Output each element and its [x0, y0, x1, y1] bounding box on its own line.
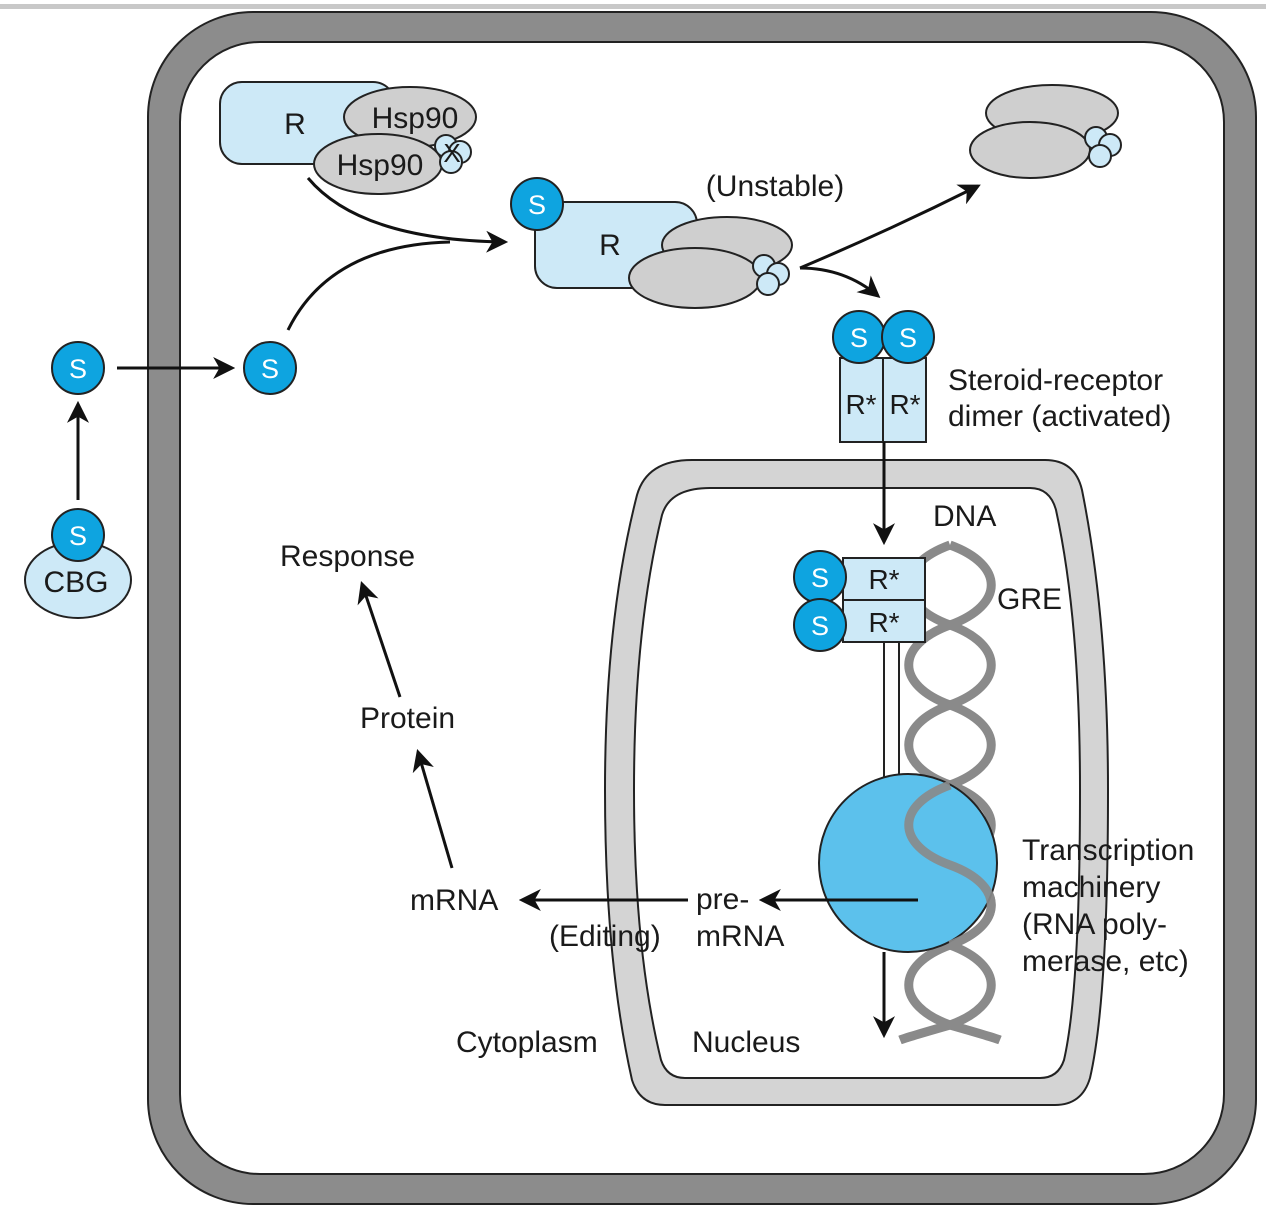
arrow-to-response	[357, 581, 402, 698]
steroid-extracellular: S	[51, 341, 105, 395]
arrow-to-protein	[412, 748, 454, 869]
unstable-label: (Unstable)	[706, 170, 844, 203]
steroid-label-cbg: S	[69, 521, 87, 551]
arrow-steroid-to-unstable	[286, 240, 451, 331]
nucleus-label: Nucleus	[692, 1026, 800, 1059]
tm-label-4: merase, etc)	[1022, 945, 1189, 978]
cbg-label: CBG	[43, 566, 108, 599]
arrow-release-hsp	[799, 184, 981, 270]
hsp-dissociating-bottom	[628, 247, 762, 309]
steroid-dimer-1: S	[850, 323, 868, 353]
receptor-label: R	[284, 108, 306, 141]
response-label: Response	[280, 540, 415, 573]
tm-label-3: (RNA poly-	[1022, 908, 1167, 941]
receptor-hsp90-complex: R Hsp90 Hsp90 X	[219, 81, 477, 195]
protein-label: Protein	[360, 702, 455, 735]
dimer-label-line2: dimer (activated)	[948, 400, 1171, 433]
tm-label-1: Transcription	[1022, 834, 1194, 867]
transcription-machinery	[818, 773, 998, 953]
steroid-label-ext: S	[69, 354, 87, 384]
x-mark: X	[443, 138, 460, 168]
tm-label-2: machinery	[1022, 871, 1160, 904]
premrna-label-2: mRNA	[696, 920, 784, 953]
cytoplasm-label: Cytoplasm	[456, 1026, 598, 1059]
gre-label: GRE	[997, 583, 1062, 616]
r-star-nuc-1: R*	[868, 564, 899, 595]
r-star-1: R*	[845, 389, 876, 420]
premrna-label-1: pre-	[696, 883, 749, 916]
dimer-label-line1: Steroid-receptor	[948, 364, 1163, 397]
steroid-on-cbg	[51, 508, 105, 562]
steroid-nuc-1: S	[811, 563, 829, 593]
steroid-intracellular: S	[243, 341, 297, 395]
steroid-label-int: S	[261, 354, 279, 384]
top-border	[0, 4, 1266, 9]
dimer-on-gre: R* R* S S	[793, 550, 926, 790]
hsp90-label-1: Hsp90	[372, 102, 459, 135]
editing-label: (Editing)	[549, 920, 661, 953]
nuclear-envelope	[603, 459, 1110, 1106]
r-star-nuc-2: R*	[868, 607, 899, 638]
mrna-label: mRNA	[410, 884, 498, 917]
dna-helix-front	[904, 780, 996, 950]
cochaperone-cluster-2	[752, 254, 790, 296]
steroid-receptor-dimer: R* R* S S Steroid-receptor dimer (activa…	[832, 310, 1171, 443]
arrow-complex-to-unstable	[306, 177, 509, 253]
receptor-label-2: R	[599, 229, 621, 262]
steroid-label: S	[528, 190, 546, 220]
arrows-cytoplasm	[67, 177, 981, 500]
steroid-nuc-2: S	[811, 611, 829, 641]
released-hsp-complex	[969, 84, 1122, 179]
cochaperone-cluster	[434, 134, 472, 174]
steroid-bound	[510, 177, 564, 231]
hsp90-label-2: Hsp90	[337, 149, 424, 182]
arrow-to-dimer	[799, 266, 881, 299]
r-star-2: R*	[889, 389, 920, 420]
steroid-receptor-complex-unstable: R S (Unstable)	[510, 170, 844, 309]
dna-label: DNA	[933, 500, 996, 533]
steroid-dimer-2: S	[899, 323, 917, 353]
cbg-steroid-complex: CBG S	[24, 508, 132, 619]
